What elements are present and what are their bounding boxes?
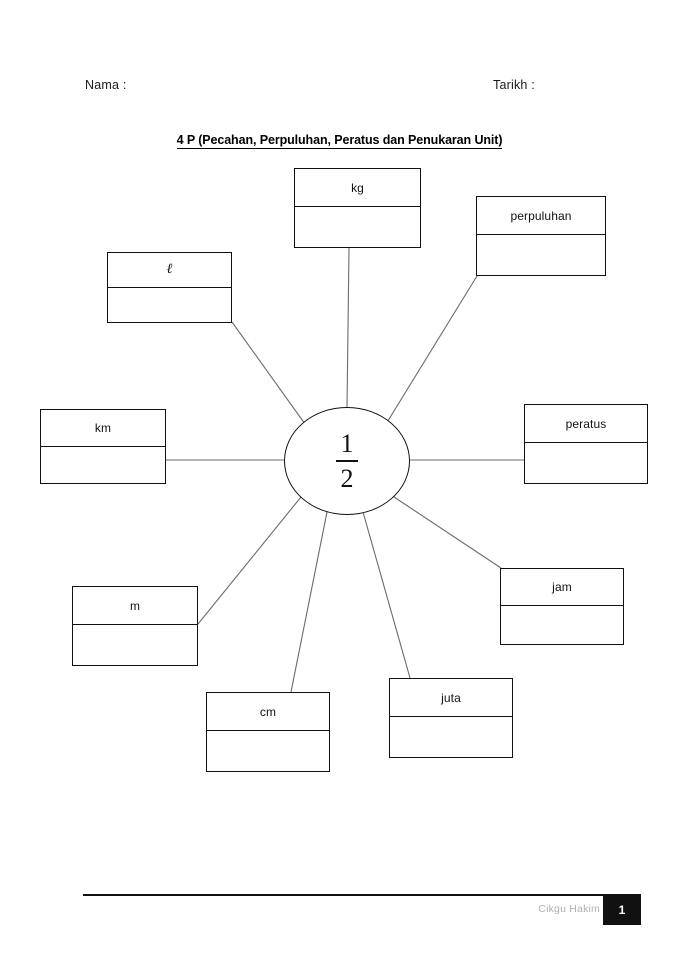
footer-credit: Cikgu Hakim [538,903,600,915]
footer-divider [83,894,641,896]
node-box-cm[interactable]: cm [206,692,330,772]
node-label-kg: kg [295,169,420,207]
node-answer-kg[interactable] [295,207,420,247]
nama-field-label: Nama : [85,78,127,92]
node-box-jam[interactable]: jam [500,568,624,645]
node-label-km: km [41,410,165,447]
connector-juta [362,511,411,679]
connector-kg [346,247,350,409]
node-box-m[interactable]: m [72,586,198,666]
connector-jam [390,494,502,569]
center-node-fraction: 1 2 [284,407,410,515]
fraction-bar [336,460,358,462]
page-number-badge: 1 [603,895,641,925]
node-answer-liter[interactable] [108,288,231,322]
node-box-perpuluhan[interactable]: perpuluhan [476,196,606,276]
node-label-juta: juta [390,679,512,717]
connector-cm [290,511,328,693]
node-answer-peratus[interactable] [525,443,647,483]
node-answer-m[interactable] [73,625,197,665]
node-label-perpuluhan: perpuluhan [477,197,605,235]
connector-liter [231,321,306,425]
fraction-numerator: 1 [340,428,354,458]
page-number-text: 1 [618,903,626,917]
connector-m [197,496,302,625]
node-box-kg[interactable]: kg [294,168,421,248]
fraction-one-half: 1 2 [336,430,358,492]
header-fields: Nama : Tarikh : [0,78,679,98]
node-label-liter: ℓ [108,253,231,288]
page-title: 4 P (Pecahan, Perpuluhan, Peratus dan Pe… [0,133,679,149]
node-box-liter[interactable]: ℓ [107,252,232,323]
node-box-juta[interactable]: juta [389,678,513,758]
fraction-denominator: 2 [340,463,354,493]
node-answer-juta[interactable] [390,717,512,757]
node-label-jam: jam [501,569,623,606]
connector-perpuluhan [385,275,478,425]
node-answer-km[interactable] [41,447,165,483]
node-answer-jam[interactable] [501,606,623,644]
node-label-peratus: peratus [525,405,647,443]
node-label-m: m [73,587,197,625]
page-title-text: 4 P (Pecahan, Perpuluhan, Peratus dan Pe… [176,133,503,149]
node-answer-perpuluhan[interactable] [477,235,605,275]
node-label-cm: cm [207,693,329,731]
node-box-km[interactable]: km [40,409,166,484]
node-box-peratus[interactable]: peratus [524,404,648,484]
node-answer-cm[interactable] [207,731,329,771]
tarikh-field-label: Tarikh : [493,78,535,92]
